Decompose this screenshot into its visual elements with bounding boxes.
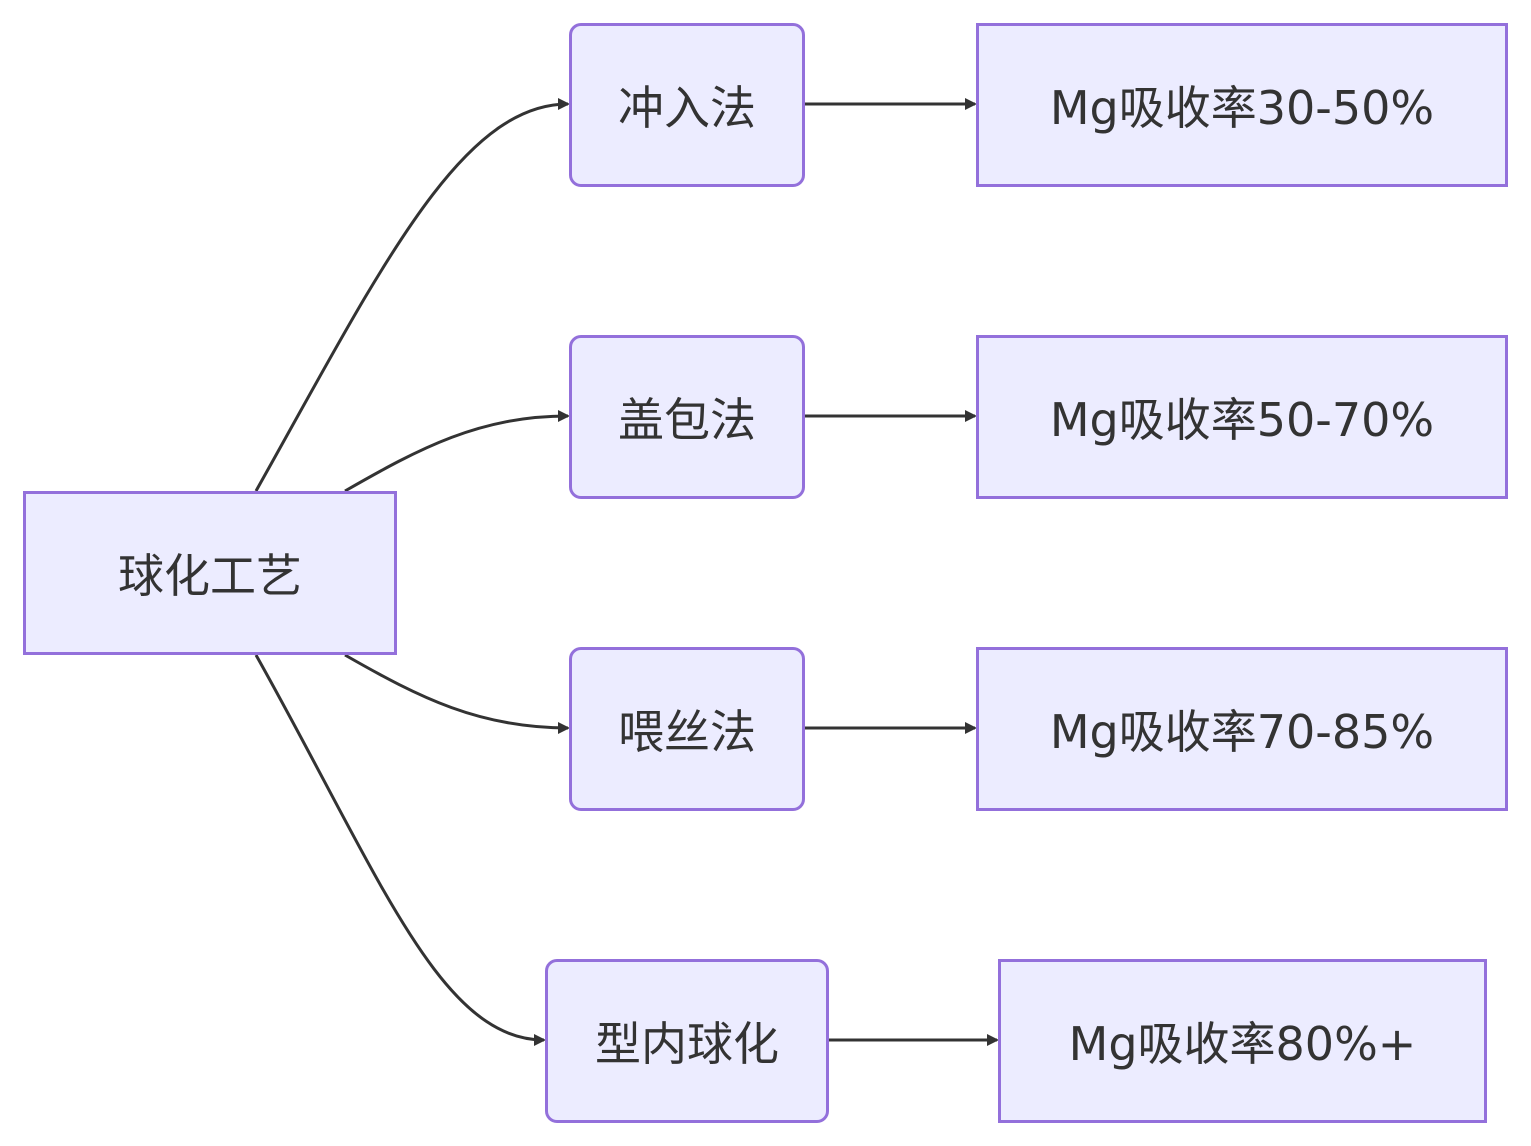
- edge-root-to-method-2: [344, 410, 570, 493]
- result-node-4: Mg吸收率80%+: [998, 959, 1487, 1123]
- result-node-label: Mg吸收率30-50%: [1049, 81, 1435, 135]
- method-node-4: 型内球化: [545, 959, 829, 1123]
- edge-root-to-method-4: [254, 654, 546, 1046]
- method-node-2: 盖包法: [569, 335, 805, 499]
- root-node-label: 球化工艺: [118, 549, 302, 603]
- result-node-2: Mg吸收率50-70%: [976, 335, 1508, 499]
- method-node-1: 冲入法: [569, 23, 805, 187]
- method-node-label: 盖包法: [618, 393, 756, 447]
- root-node: 球化工艺: [23, 491, 397, 655]
- edge-root-to-method-1: [254, 98, 570, 492]
- result-node-1: Mg吸收率30-50%: [976, 23, 1508, 187]
- method-node-label: 冲入法: [618, 81, 756, 135]
- method-node-3: 喂丝法: [569, 647, 805, 811]
- method-node-label: 型内球化: [595, 1017, 779, 1071]
- result-node-label: Mg吸收率50-70%: [1049, 393, 1435, 447]
- result-node-3: Mg吸收率70-85%: [976, 647, 1508, 811]
- edge-root-to-method-3: [344, 653, 570, 734]
- result-node-label: Mg吸收率80%+: [1068, 1017, 1417, 1071]
- result-node-label: Mg吸收率70-85%: [1049, 705, 1435, 759]
- method-node-label: 喂丝法: [618, 705, 756, 759]
